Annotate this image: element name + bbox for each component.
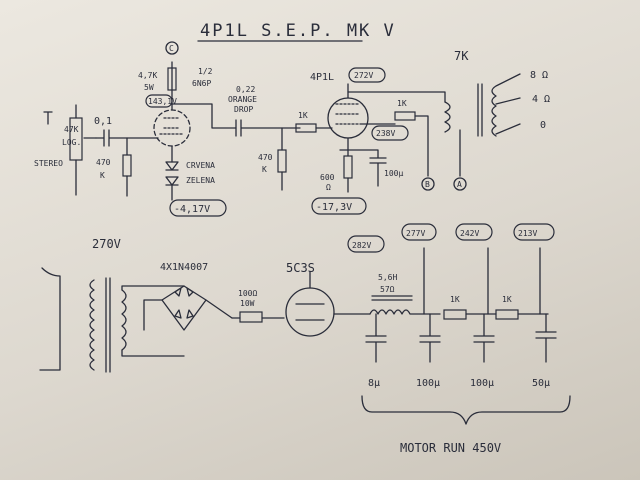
cathode-network: 600 Ω 100µ (320, 149, 403, 193)
svg-text:600: 600 (320, 173, 335, 182)
input-cap-value: 0,1 (94, 116, 112, 127)
v2-plate-box (348, 67, 386, 83)
svg-text:K: K (100, 171, 105, 180)
node-voltage-box-2 (401, 223, 437, 241)
led-red-label: CRVENA (186, 161, 215, 170)
pot-note: STEREO (34, 159, 63, 168)
v2-cathode-voltage: -17,3V (316, 202, 352, 213)
grid-stopper-value: 1K (298, 111, 308, 120)
node-b-label: B (425, 180, 430, 189)
v2-screen-box (371, 125, 409, 141)
node-c-marker (165, 41, 179, 55)
svg-text:470: 470 (258, 153, 273, 162)
plate-resistor: 4,7K 5W (138, 67, 177, 92)
v1-cathode-voltage: -4,17V (174, 204, 210, 215)
filter-capacitors (365, 313, 557, 363)
screen-resistor (394, 111, 416, 121)
node-voltage-box-3 (455, 223, 493, 241)
svg-text:1K: 1K (450, 295, 460, 304)
node-voltage-1: 282V (352, 241, 371, 250)
tap-0: 0 (540, 120, 546, 131)
rectifier-tube-5c3s (285, 271, 371, 337)
cap-2-value: 100µ (416, 378, 440, 389)
input-coupling-capacitor (95, 129, 159, 147)
v1-voltage: 143,1V (148, 97, 177, 106)
node-a-marker (453, 177, 467, 191)
pot-value: 47K (64, 125, 79, 134)
v2-screen-voltage: 238V (376, 129, 395, 138)
mains-voltage: 270V (92, 237, 121, 251)
cap-orange-drop: ORANGE (228, 95, 257, 104)
choke-resistance: 57Ω (380, 285, 395, 294)
svg-text:470: 470 (96, 158, 111, 167)
v1-voltage-box (145, 94, 173, 108)
capacitor-group-brace (361, 395, 571, 425)
node-voltage-box-4 (513, 223, 555, 241)
tap-8ohm: 8 Ω (530, 70, 548, 81)
series-resistor (239, 311, 263, 323)
svg-text:4,7K: 4,7K (138, 71, 157, 80)
v1-cathode-box (169, 199, 227, 217)
v2-plate-voltage: 272V (354, 71, 373, 80)
cap-1-value: 8µ (368, 378, 380, 389)
filter-resistor-2 (495, 309, 519, 320)
node-voltage-2: 277V (406, 229, 425, 238)
tube-v1-fraction: 1/2 (198, 67, 213, 76)
v2-cathode-box (311, 197, 367, 215)
svg-text:1K: 1K (502, 295, 512, 304)
triode-6n6p (153, 61, 191, 163)
svg-text:DROP: DROP (234, 105, 253, 114)
choke (369, 309, 441, 315)
svg-text:10W: 10W (240, 299, 255, 308)
pentode-4p1l (327, 83, 396, 151)
pot-taper: LOG. (62, 138, 81, 147)
filter-resistor-1 (443, 309, 467, 320)
interstage-capacitor (235, 119, 301, 137)
svg-text:K: K (262, 165, 267, 174)
transformer-impedance: 7K (454, 49, 469, 63)
node-b-marker (421, 177, 435, 191)
svg-text:5W: 5W (144, 83, 154, 92)
choke-inductance: 5,6H (378, 273, 397, 282)
node-voltage-4: 213V (518, 229, 537, 238)
svg-text:0,22: 0,22 (236, 85, 255, 94)
bias-leds: CRVENA ZELENA (165, 161, 215, 201)
node-voltage-3: 242V (460, 229, 479, 238)
power-transformer (39, 267, 185, 373)
output-transformer (444, 73, 521, 137)
tube-v2-type: 4P1L (310, 72, 334, 83)
rectifier-diodes-label: 4X1N4007 (160, 262, 208, 273)
screen-res-value: 1K (397, 99, 407, 108)
svg-text:100µ: 100µ (384, 169, 403, 178)
node-a-label: A (457, 180, 462, 189)
cap-4-value: 50µ (532, 378, 550, 389)
svg-text:Ω: Ω (326, 183, 331, 192)
grid-resistor-2: 470 K (258, 127, 287, 191)
tap-4ohm: 4 Ω (532, 94, 550, 105)
node-voltage-box-1 (347, 235, 385, 253)
diode-bridge (143, 285, 233, 331)
rectifier-tube-label: 5C3S (286, 261, 315, 275)
input-potentiometer: 47K LOG. STEREO (34, 104, 97, 196)
svg-text:100Ω: 100Ω (238, 289, 257, 298)
node-c-label: C (169, 44, 174, 53)
plate-wire (171, 103, 237, 129)
tube-v1-type: 6N6P (192, 79, 211, 88)
schematic-title: 4P1L S.E.P. MK V (200, 21, 396, 41)
cap-type-note: MOTOR RUN 450V (400, 441, 501, 455)
grid-resistor: 470 K (96, 137, 132, 197)
cap-3-value: 100µ (470, 378, 494, 389)
led-green-label: ZELENA (186, 176, 215, 185)
